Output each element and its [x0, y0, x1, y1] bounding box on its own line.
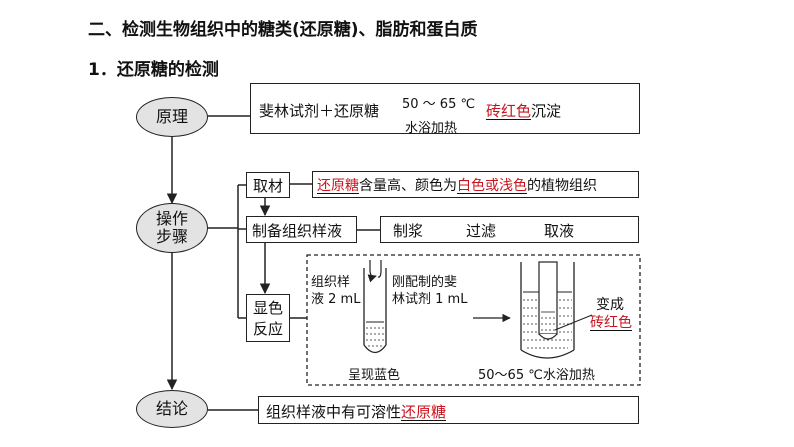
prepare-step-b: 过滤	[466, 222, 497, 240]
step-show-box	[246, 294, 290, 342]
water-bath-label: 50～65 ℃水浴加热	[478, 368, 595, 383]
change-label: 变成	[596, 297, 624, 313]
sample-label-1: 组织样	[311, 275, 351, 290]
brick-red-result: 砖红色	[590, 312, 632, 332]
subsection-heading: 1．还原糖的检测	[88, 60, 219, 80]
result-blue-label: 呈现蓝色	[348, 368, 401, 383]
water-bath-beaker	[520, 261, 593, 359]
step-material-box	[246, 172, 290, 198]
reagent-label-1: 刚配制的斐	[392, 275, 458, 290]
conclusion-reducing-sugar: 还原糖	[401, 403, 447, 421]
experiment-box	[306, 254, 641, 386]
reducing-sugar-term: 还原糖	[317, 178, 359, 194]
principle-condition-temp: 50 ～ 65 ℃	[402, 97, 476, 112]
brick-red-result-term: 砖红色	[590, 315, 632, 331]
step-show-label-1: 显色	[253, 299, 284, 317]
principle-condition-bath: 水浴加热	[405, 121, 458, 136]
prepare-step-a: 制浆	[393, 222, 424, 240]
material-desc: 还原糖含量高、颜色为白色或浅色的植物组织	[317, 175, 597, 195]
material-desc-tail: 的植物组织	[527, 178, 597, 194]
material-desc-box	[312, 171, 639, 198]
principle-reactants: 斐林试剂＋还原糖	[259, 102, 380, 120]
principle-label: 原理	[155, 107, 188, 126]
step-prepare-box	[246, 216, 357, 243]
sample-label-2: 液 2 mL	[311, 292, 361, 307]
conclusion-box	[258, 396, 639, 424]
reagent-label-2: 林试剂 1 mL	[392, 292, 468, 307]
material-desc-mid: 含量高、颜色为	[359, 178, 457, 194]
brick-red-term: 砖红色	[486, 102, 532, 120]
conclusion-label: 结论	[155, 399, 188, 418]
prepare-step-c: 取液	[544, 222, 575, 240]
test-tube-left	[363, 260, 387, 354]
precipitate-term: 沉淀	[531, 102, 562, 120]
conclusion-text: 组织样液中有可溶性还原糖	[266, 401, 446, 422]
principle-product: 砖红色沉淀	[486, 100, 561, 121]
principle-node: 原理	[136, 97, 208, 137]
prepare-desc-box	[380, 216, 639, 243]
principle-box	[250, 83, 640, 134]
section-heading: 二、检测生物组织中的糖类(还原糖)、脂肪和蛋白质	[88, 20, 478, 40]
conclusion-text-main: 组织样液中有可溶性	[266, 403, 402, 421]
step-prepare-label: 制备组织样液	[252, 222, 343, 240]
conclusion-node: 结论	[136, 390, 208, 428]
operation-steps-node: 操作 步骤	[136, 203, 208, 253]
operation-label-2: 步骤	[155, 227, 188, 246]
operation-label-1: 操作	[155, 209, 188, 228]
step-material-label: 取材	[253, 177, 284, 195]
white-or-light-term: 白色或浅色	[457, 178, 527, 194]
step-show-label-2: 反应	[253, 320, 284, 338]
